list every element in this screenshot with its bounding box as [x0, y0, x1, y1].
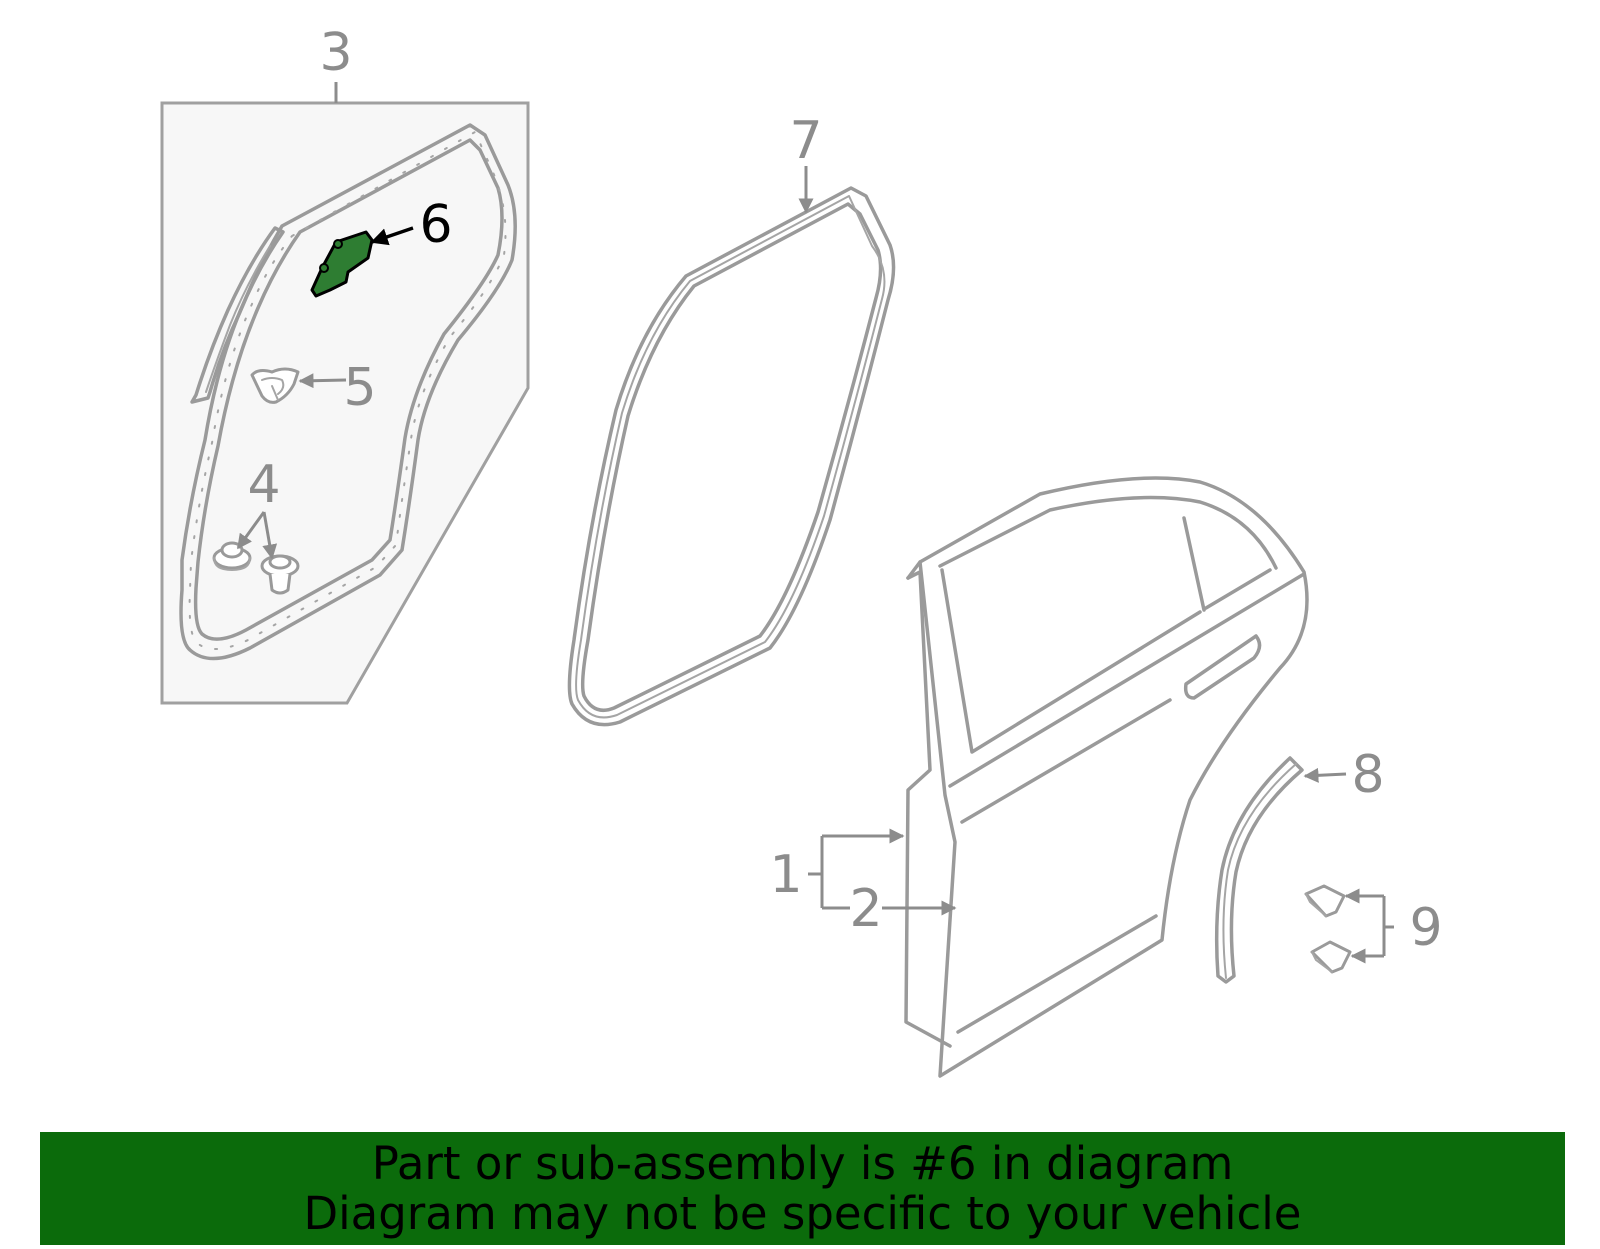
- callout-6: 6: [419, 195, 452, 255]
- rear-door-shell: [904, 476, 1309, 1078]
- callout-3: 3: [319, 23, 352, 83]
- seal-kit-subassembly: [160, 101, 530, 705]
- door-seal-outer: [179, 123, 517, 661]
- clips-9: [1304, 884, 1352, 974]
- callout-7: 7: [789, 111, 822, 171]
- clip-5: [250, 367, 300, 404]
- callout-2: 2: [849, 879, 882, 939]
- door-opening-seal-7: [567, 186, 896, 727]
- callout-4: 4: [247, 455, 280, 515]
- front-edge-strip: [190, 226, 285, 404]
- callout-5: 5: [343, 358, 376, 418]
- callout-1: 1: [769, 845, 802, 905]
- banner-line-1: Part or sub-assembly is #6 in diagram: [371, 1136, 1234, 1190]
- banner-line-2: Diagram may not be specific to your vehi…: [303, 1186, 1302, 1240]
- callout-leaders: [236, 82, 1394, 964]
- callout-9: 9: [1409, 898, 1442, 958]
- info-banner: Part or sub-assembly is #6 in diagram Di…: [40, 1132, 1565, 1245]
- highlighted-part-6: [310, 230, 374, 298]
- subassembly-box: [160, 101, 530, 705]
- wheel-arch-strip-8: [1214, 756, 1304, 984]
- clip-4a: [212, 541, 252, 571]
- door-seal-inner: [193, 138, 504, 641]
- callout-8: 8: [1351, 745, 1384, 805]
